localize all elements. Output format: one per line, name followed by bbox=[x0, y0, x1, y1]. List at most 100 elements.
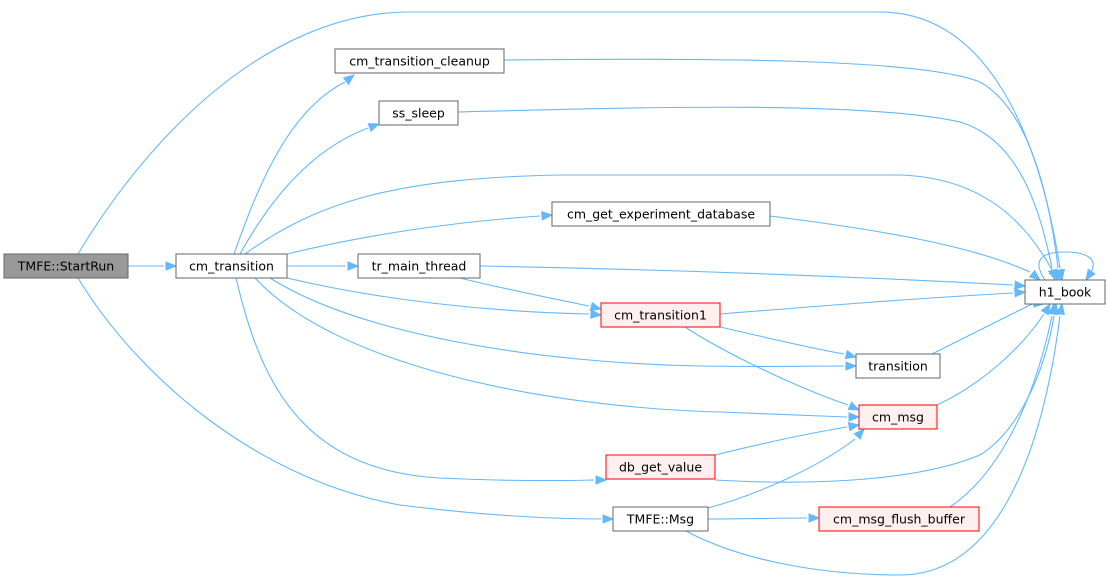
edge-line bbox=[685, 315, 1061, 576]
edge-cm_msg_flush_buffer-to-h1_book bbox=[949, 302, 1057, 508]
edge-tr_main_thread-to-h1_book bbox=[479, 265, 1027, 290]
node-box[interactable] bbox=[858, 404, 938, 430]
edge-cm_transition_cleanup-to-h1_book bbox=[503, 58, 1063, 282]
edge-line bbox=[235, 277, 595, 482]
edge-line bbox=[286, 277, 590, 315]
arrowhead bbox=[541, 211, 554, 221]
edge-line bbox=[707, 438, 856, 509]
node-label: TMFE::StartRun bbox=[17, 259, 114, 274]
edge-line bbox=[931, 302, 1035, 355]
edge-line bbox=[286, 215, 541, 255]
node-box[interactable] bbox=[855, 353, 941, 379]
edge-start_run-to-cm_transition bbox=[128, 261, 178, 271]
edge-transition-to-h1_book bbox=[931, 298, 1046, 355]
node-cm-msg-flush-buffer[interactable]: cm_msg_flush_buffer bbox=[818, 506, 980, 532]
node-box[interactable] bbox=[551, 201, 771, 227]
arrowhead bbox=[1085, 268, 1096, 282]
node-box[interactable] bbox=[612, 506, 709, 532]
edge-line bbox=[719, 326, 845, 355]
node-box[interactable] bbox=[1024, 279, 1106, 305]
edge-cm_transition-to-tr_main_thread bbox=[287, 261, 360, 271]
edge-line bbox=[269, 277, 845, 367]
arrowhead bbox=[602, 514, 615, 524]
node-transition[interactable]: transition bbox=[855, 353, 941, 379]
arrowhead bbox=[1055, 302, 1065, 316]
edge-cm_transition-to-db_get_value bbox=[235, 277, 608, 485]
node-box[interactable] bbox=[334, 48, 505, 74]
node-tmfe-msg[interactable]: TMFE::Msg bbox=[612, 506, 709, 532]
node-h1-book[interactable]: h1_book bbox=[1024, 279, 1106, 305]
node-box[interactable] bbox=[175, 253, 288, 279]
arrowhead bbox=[347, 261, 360, 271]
edge-cm_transition-to-cm_transition1 bbox=[286, 277, 603, 319]
edge-line bbox=[503, 58, 1059, 269]
edge-db_get_value-to-cm_msg bbox=[714, 422, 861, 456]
node-ss-sleep[interactable]: ss_sleep bbox=[378, 100, 459, 126]
arrowhead bbox=[847, 422, 861, 432]
edge-start_run-to-tmfe_msg bbox=[77, 277, 615, 524]
edge-line bbox=[239, 127, 369, 255]
edge-line bbox=[714, 426, 848, 456]
node-box[interactable] bbox=[378, 100, 459, 126]
arrowhead bbox=[1047, 268, 1058, 282]
node-label: ss_sleep bbox=[392, 106, 445, 121]
arrowhead bbox=[845, 361, 858, 371]
node-start-run[interactable]: TMFE::StartRun bbox=[3, 253, 129, 279]
edge-cm_transition-to-cm_transition_cleanup bbox=[233, 74, 356, 255]
node-cm-msg[interactable]: cm_msg bbox=[858, 404, 938, 430]
node-db-get-value[interactable]: db_get_value bbox=[605, 454, 716, 480]
node-box[interactable] bbox=[818, 506, 980, 532]
node-cm-transition[interactable]: cm_transition bbox=[175, 253, 288, 279]
node-label: db_get_value bbox=[619, 460, 702, 475]
node-label: cm_transition bbox=[189, 259, 274, 274]
arrowhead bbox=[844, 349, 858, 360]
edge-tmfe_msg-to-h1_book bbox=[685, 302, 1065, 576]
arrowhead bbox=[595, 475, 608, 485]
node-box[interactable] bbox=[357, 253, 481, 279]
arrowhead bbox=[853, 427, 865, 440]
arrowhead bbox=[848, 412, 861, 422]
node-label: cm_msg bbox=[872, 410, 924, 425]
edge-ss_sleep-to-h1_book bbox=[457, 106, 1058, 282]
node-label: tr_main_thread bbox=[372, 259, 467, 274]
arrowhead bbox=[342, 74, 356, 86]
edge-tr_main_thread-to-cm_transition1 bbox=[459, 277, 603, 312]
edge-cm_get_experiment_database-to-h1_book bbox=[769, 215, 1042, 281]
edge-line bbox=[714, 315, 1055, 483]
node-cm-transition-cleanup[interactable]: cm_transition_cleanup bbox=[334, 48, 505, 74]
arrowhead bbox=[847, 401, 861, 411]
node-box[interactable] bbox=[3, 253, 129, 279]
edge-line bbox=[459, 277, 590, 307]
node-box[interactable] bbox=[600, 302, 721, 328]
edge-line bbox=[77, 277, 602, 520]
node-cm-get-experiment-database[interactable]: cm_get_experiment_database bbox=[551, 201, 771, 227]
arrowhead bbox=[1014, 288, 1027, 298]
edge-cm_transition1-to-cm_msg bbox=[684, 326, 861, 411]
edge-line bbox=[769, 215, 1031, 273]
edge-line bbox=[684, 326, 849, 406]
arrowhead bbox=[1014, 280, 1027, 290]
node-box[interactable] bbox=[605, 454, 716, 480]
edge-line bbox=[77, 11, 1061, 269]
edge-cm_transition1-to-transition bbox=[719, 326, 858, 360]
arrowhead bbox=[1040, 302, 1051, 316]
edge-line bbox=[936, 313, 1045, 406]
arrowhead bbox=[165, 261, 178, 271]
node-label: TMFE::Msg bbox=[626, 512, 694, 527]
edge-line bbox=[719, 292, 1014, 315]
node-label: cm_transition1 bbox=[614, 308, 707, 323]
node-label: cm_msg_flush_buffer bbox=[833, 512, 966, 527]
node-label: cm_get_experiment_database bbox=[567, 207, 755, 222]
edge-tmfe_msg-to-cm_msg_flush_buffer bbox=[707, 513, 821, 523]
edge-line bbox=[254, 277, 848, 418]
edge-line bbox=[707, 517, 808, 520]
edge-tmfe_msg-to-cm_msg bbox=[707, 427, 865, 509]
node-label: transition bbox=[868, 359, 928, 374]
arrowhead bbox=[590, 309, 603, 319]
arrowhead bbox=[367, 123, 381, 133]
node-tr-main-thread[interactable]: tr_main_thread bbox=[357, 253, 481, 279]
arrowhead bbox=[1028, 269, 1042, 281]
node-cm-transition1[interactable]: cm_transition1 bbox=[600, 302, 721, 328]
edge-cm_transition-to-ss_sleep bbox=[239, 123, 381, 255]
